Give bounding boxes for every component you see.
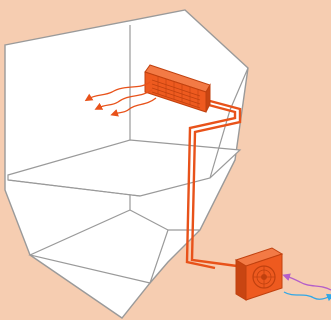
refrigerant-pipes xyxy=(185,99,242,270)
outdoor-condenser-unit-icon xyxy=(234,247,284,301)
condenser-fan-icon xyxy=(252,265,276,289)
indoor-airflow-arrows-icon xyxy=(84,81,157,117)
outdoor-airflow-arrows-icon xyxy=(282,273,331,302)
indoor-ac-unit-icon xyxy=(144,64,211,113)
room-walls xyxy=(4,9,249,319)
